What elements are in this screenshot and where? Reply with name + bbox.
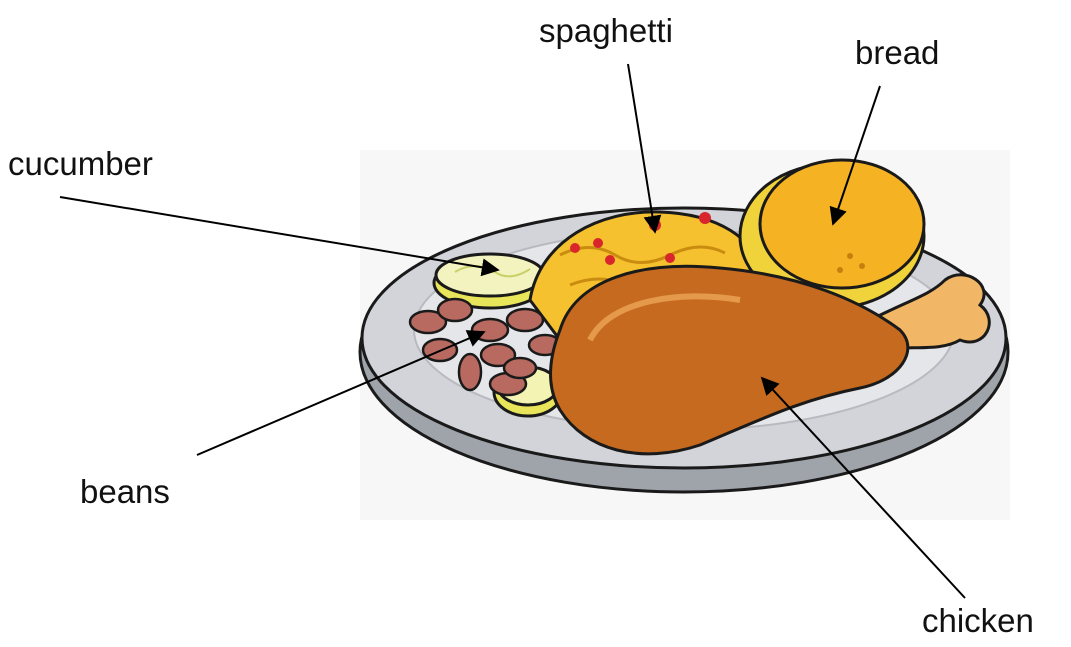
- chicken: [549, 264, 991, 456]
- spaghetti-pointer: [627, 63, 662, 234]
- cucumber-label: cucumber: [8, 145, 153, 182]
- bread-label: bread: [855, 34, 939, 71]
- chicken-label: chicken: [922, 602, 1034, 639]
- cucumber-pointer: [59, 196, 500, 277]
- spaghetti-label: spaghetti: [539, 12, 673, 49]
- chicken-pointer: [760, 376, 966, 599]
- beans-pointer: [196, 330, 486, 456]
- bread-pointer: [829, 85, 881, 226]
- beans-label: beans: [80, 473, 170, 510]
- pointer-lines: [59, 63, 966, 599]
